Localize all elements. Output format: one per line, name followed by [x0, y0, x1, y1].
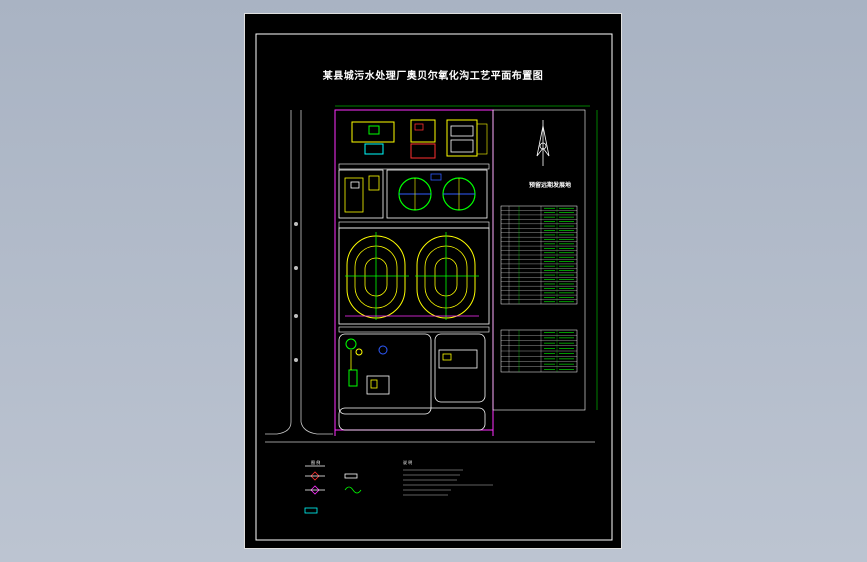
admin-building [351, 121, 395, 155]
pump-house [338, 169, 384, 219]
dimension-lines [335, 105, 598, 410]
north-arrow-icon [536, 120, 550, 166]
reserved-area-label: 预留远期发展地 [528, 182, 571, 189]
drawing-title: 某县城污水处理厂奥贝尔氧化沟工艺平面布置图 [322, 71, 544, 82]
inner-frame [255, 33, 613, 541]
oxidation-ditch-left [345, 232, 409, 320]
oxidation-ditch-right [415, 232, 479, 320]
equipment-table-grid [501, 206, 577, 304]
legend [304, 465, 362, 514]
notes-lines [403, 469, 493, 496]
reserved-area-boundary [492, 109, 586, 411]
sedimentation-area [386, 169, 488, 219]
legend-heading: 图 例 [311, 460, 321, 465]
oxidation-ditch-area [338, 227, 490, 325]
sludge-area [338, 333, 432, 415]
road-trees [294, 222, 298, 362]
dormitory-building [446, 119, 488, 157]
plant-wall [334, 109, 494, 436]
cad-plan[interactable] [245, 14, 623, 550]
drawing-sheet[interactable]: 某县城污水处理厂奥贝尔氧化沟工艺平面布置图 预留远期发展地 [244, 13, 622, 549]
notes-heading: 说 明 [403, 460, 413, 465]
green-area [338, 407, 486, 431]
left-road [265, 110, 595, 443]
lab-building [410, 119, 436, 159]
structure-table-grid [501, 330, 577, 372]
storage-area [434, 333, 486, 403]
internal-roads [338, 163, 490, 333]
